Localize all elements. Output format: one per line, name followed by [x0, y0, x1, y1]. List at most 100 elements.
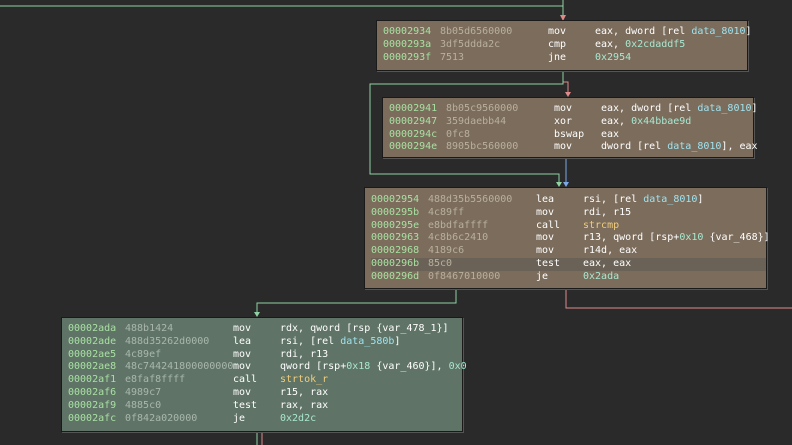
operand-text: eax — [601, 128, 620, 140]
instruction-operands: qword [rsp+0x18 {var_460}], 0x0 — [280, 361, 467, 374]
instruction-address[interactable]: 0000296d — [371, 270, 420, 282]
instruction-operands: eax, eax — [583, 258, 631, 271]
function-symbol-link[interactable]: strtok_r — [280, 374, 329, 386]
instruction-address[interactable]: 0000295e — [371, 219, 420, 231]
immediate-value: 0x44bbae9d — [631, 115, 692, 127]
instruction-bytes: 4189c6 — [428, 245, 465, 257]
instruction-address[interactable]: 00002ade — [68, 335, 117, 347]
instruction-bytes: 0f8467010000 — [428, 270, 501, 282]
operand-text: rsi, [rel — [280, 335, 341, 347]
instruction-mnemonic: call — [233, 374, 258, 386]
instruction-operands: strtok_r — [280, 374, 328, 387]
instruction-address[interactable]: 00002af6 — [68, 386, 117, 398]
data-symbol-link[interactable]: data_8010 — [697, 103, 752, 114]
instruction-address[interactable]: 00002947 — [389, 115, 438, 127]
instruction-mnemonic: cmp — [548, 38, 567, 50]
instruction-mnemonic: jne — [548, 51, 567, 63]
instruction-mnemonic: test — [536, 257, 561, 269]
instruction-address[interactable]: 00002ae5 — [68, 348, 117, 360]
operand-text: r13, qword [rsp+ — [583, 232, 680, 244]
arrow-head-2941 — [565, 92, 571, 97]
instruction-address[interactable]: 0000296b — [371, 257, 420, 269]
instruction-address[interactable]: 00002ada — [68, 323, 117, 334]
immediate-value: 0x10 — [679, 232, 704, 244]
instruction-address[interactable]: 0000294e — [389, 141, 438, 153]
data-symbol-link[interactable]: data_8010 — [667, 141, 722, 153]
instruction-address[interactable]: 0000293a — [383, 38, 432, 50]
instruction-bytes: 48c744241800000000 — [125, 361, 234, 373]
instruction-bytes: 4c8b6c2410 — [428, 232, 489, 244]
edge-2934-2954 — [369, 71, 564, 184]
operand-text: rax, rax — [280, 399, 329, 411]
data-symbol-link[interactable]: data_580b — [340, 335, 395, 347]
instruction-address[interactable]: 0000293f — [383, 51, 432, 63]
operand-text: eax, — [595, 38, 626, 50]
instruction-address[interactable]: 0000294c — [389, 128, 438, 140]
instruction-bytes: 488d35262d0000 — [125, 335, 210, 347]
instruction-operands: eax — [601, 129, 619, 142]
instruction-bytes: 8b05d6560000 — [440, 26, 513, 37]
instruction-mnemonic: je — [536, 270, 549, 282]
immediate-value: 0x18 — [346, 361, 371, 373]
instruction-address[interactable]: 00002ae8 — [68, 361, 117, 373]
instruction-mnemonic: bswap — [554, 128, 585, 140]
arrow-head-2954-a — [556, 182, 562, 187]
operand-text: ] — [745, 26, 752, 37]
data-symbol-link[interactable]: data_8010 — [691, 26, 746, 37]
instruction-address[interactable]: 00002934 — [383, 26, 432, 37]
edge-entry-2934 — [0, 5, 564, 18]
instruction-operands: eax, dword [rel data_8010] — [595, 26, 752, 39]
operand-text: eax, eax — [583, 257, 632, 269]
operand-text: dword [rel — [601, 141, 668, 153]
instruction-address[interactable]: 00002941 — [389, 103, 438, 114]
instruction-operands: r13, qword [rsp+0x10 {var_468}] — [583, 232, 770, 245]
instruction-address[interactable]: 0000295b — [371, 206, 420, 218]
operand-text: r14d, eax — [583, 245, 638, 257]
instruction-address[interactable]: 00002af1 — [68, 374, 117, 386]
instruction-mnemonic: test — [233, 399, 258, 411]
instruction-address[interactable]: 00002af9 — [68, 399, 117, 411]
instruction-address[interactable]: 00002954 — [371, 194, 420, 205]
instruction-mnemonic: mov — [536, 206, 555, 218]
instruction-mnemonic: mov — [233, 348, 252, 360]
instruction-address[interactable]: 00002963 — [371, 232, 420, 244]
edge-2954-2ada — [256, 289, 457, 314]
instruction-mnemonic: mov — [554, 103, 573, 114]
operand-text: eax, dword [rel — [595, 26, 692, 37]
instruction-operands: eax, 0x44bbae9d — [601, 116, 691, 129]
instruction-bytes: 4c89ff — [428, 206, 465, 218]
function-symbol-link[interactable]: strcmp — [583, 219, 620, 231]
data-symbol-link[interactable]: data_8010 — [643, 194, 698, 205]
instruction-operands: r15, rax — [280, 387, 328, 400]
operand-text: qword [rsp+ — [280, 361, 347, 373]
instruction-address[interactable]: 00002968 — [371, 245, 420, 257]
instruction-address[interactable]: 00002afc — [68, 412, 117, 424]
